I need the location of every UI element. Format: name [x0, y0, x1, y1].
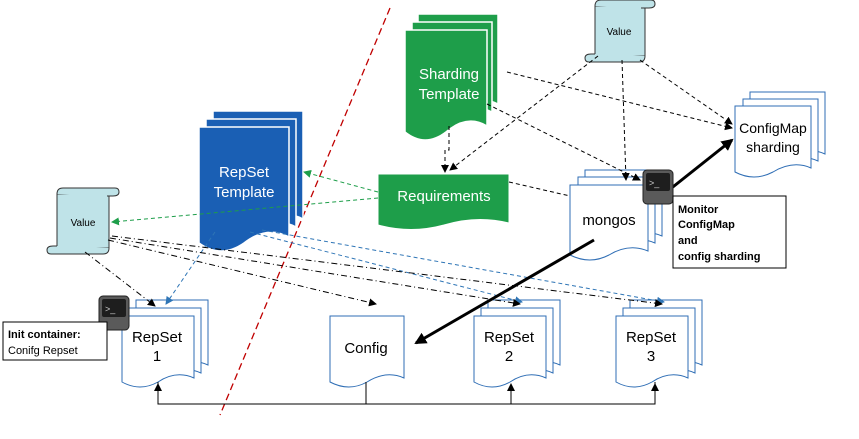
repset3-line1: RepSet: [626, 329, 677, 346]
monitor-callout: Monitor ConfigMap and config sharding: [672, 195, 787, 269]
edge-value-left-to-repset2: [109, 237, 521, 307]
edge-valuetop-to-mongos: [621, 59, 630, 181]
repset-template-node: RepSet Template: [198, 110, 304, 252]
edge-repset-template-to-repset2: [249, 231, 523, 305]
edge-requirements-to-mongos: [508, 181, 571, 197]
edge-sharding-to-configmap: [506, 71, 733, 131]
init-callout: Init container: Conifg Repset: [2, 321, 108, 361]
monitor-line3: and: [678, 235, 698, 247]
value-top-node: Value: [584, 0, 656, 63]
config-node: Config: [329, 315, 405, 388]
sharding-template-line2: Template: [419, 86, 480, 103]
terminal-icon: >_: [642, 169, 674, 205]
init-line1: Init container:: [8, 329, 81, 341]
requirements-label: Requirements: [397, 188, 490, 205]
value-top-label: Value: [607, 27, 632, 38]
edge-value-left-to-repset3: [111, 235, 663, 308]
value-left-node: Value: [46, 187, 120, 255]
edge-requirements-to-value-left: [111, 197, 379, 226]
bottom-bus: [157, 382, 656, 405]
value-left-label: Value: [71, 218, 96, 229]
sharding-template-node: Sharding Template: [404, 13, 499, 141]
requirements-node: Requirements: [377, 173, 510, 230]
mongos-label: mongos: [582, 212, 635, 229]
configmap-sharding-node: ConfigMap sharding: [734, 91, 826, 178]
edge-value-left-to-config: [107, 239, 377, 307]
repset1-node: RepSet 1: [121, 299, 209, 388]
edge-valuetop-to-requirements: [449, 55, 599, 171]
monitor-line1: Monitor: [678, 204, 719, 216]
svg-text:>_: >_: [105, 304, 116, 314]
edge-mongos-to-config: [414, 238, 595, 345]
divider-line: [219, 7, 391, 416]
monitor-line4: config sharding: [678, 251, 761, 263]
edge-value-left-to-repset1: [84, 251, 156, 307]
configmap-sharding-line1: ConfigMap: [739, 120, 807, 136]
repset1-line2: 1: [153, 348, 161, 365]
repset2-line1: RepSet: [484, 329, 535, 346]
repset3-line2: 3: [647, 348, 655, 365]
repset2-node: RepSet 2: [473, 299, 561, 388]
edge-valuetop-to-configmap: [639, 59, 733, 125]
monitor-line2: ConfigMap: [678, 219, 735, 231]
edge-sharding-to-mongos: [486, 103, 641, 181]
edge-repset-template-to-repset1: [165, 231, 216, 305]
sharding-template-line1: Sharding: [419, 66, 479, 83]
svg-text:>_: >_: [649, 178, 660, 188]
edge-mongos-to-configmap: [663, 138, 734, 196]
edge-sharding-to-requirements: [441, 126, 450, 173]
repset1-line1: RepSet: [132, 329, 183, 346]
edge-repset-template-to-repset3: [261, 229, 665, 305]
configmap-sharding-line2: sharding: [746, 139, 800, 155]
config-label: Config: [344, 340, 387, 357]
repset3-node: RepSet 3: [615, 299, 703, 388]
init-line2: Conifg Repset: [8, 345, 78, 357]
repset2-line2: 2: [505, 348, 513, 365]
edge-requirements-to-repset-template: [303, 169, 379, 193]
repset-template-line2: Template: [214, 184, 275, 201]
repset-template-line1: RepSet: [219, 164, 270, 181]
